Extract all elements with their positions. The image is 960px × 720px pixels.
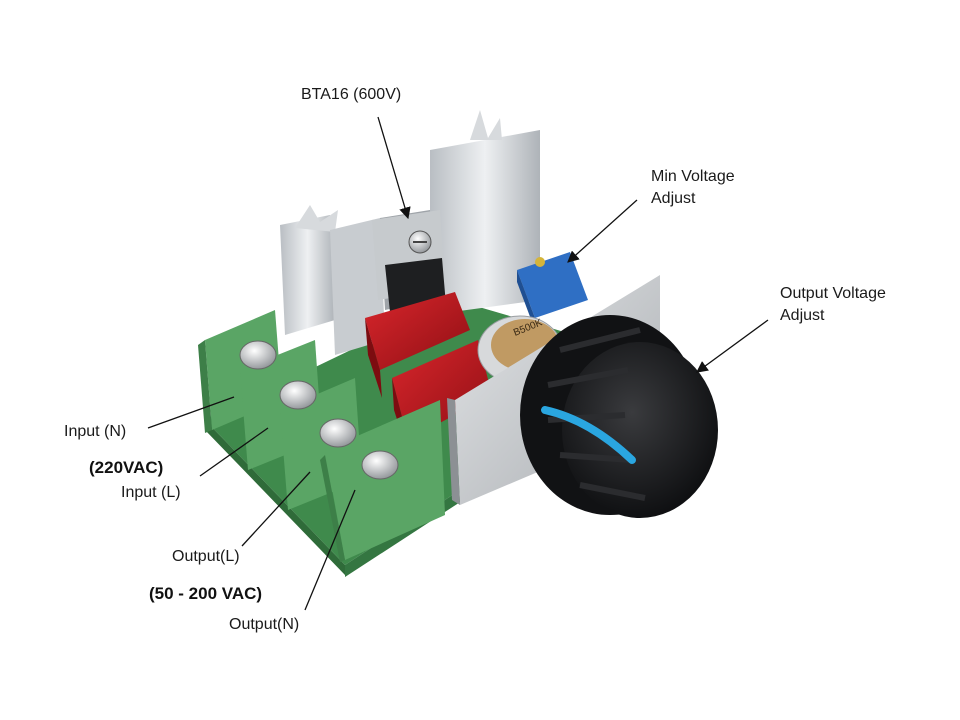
knob-indicator-icon <box>541 406 636 464</box>
label-min-voltage-line2: Adjust <box>651 190 696 207</box>
trimmer-potentiometer <box>517 252 588 330</box>
capacitor-1 <box>365 292 470 398</box>
arrow-output-n <box>304 489 356 611</box>
label-output-voltage-line2: Adjust <box>780 307 825 324</box>
label-output-voltage-range: (50 - 200 VAC) <box>149 584 263 603</box>
label-bta16: BTA16 (600V) <box>301 86 402 103</box>
control-knob <box>520 315 718 518</box>
terminal-screw-1 <box>239 340 277 370</box>
label-input-n: Input (N) <box>64 423 127 440</box>
terminal-screw-2 <box>279 380 317 410</box>
label-min-voltage-line1: Min Voltage <box>651 168 735 185</box>
arrow-min-voltage <box>567 199 638 263</box>
pointer-arrows <box>147 116 769 611</box>
bta16-triac <box>372 210 446 312</box>
label-output-voltage-line1: Output Voltage <box>780 285 886 302</box>
label-input-voltage: (220VAC) <box>89 458 164 477</box>
terminal-block <box>198 310 445 562</box>
label-output-l: Output(L) <box>172 548 240 565</box>
label-input-l: Input (L) <box>121 484 181 501</box>
arrow-output-voltage <box>696 319 769 373</box>
terminal-screw-3 <box>319 418 357 448</box>
arrow-input-n <box>147 396 235 429</box>
terminal-screw-4 <box>361 450 399 480</box>
label-output-n: Output(N) <box>229 616 300 633</box>
arrow-input-l <box>199 427 269 477</box>
arrow-output-l <box>241 471 311 547</box>
arrow-bta16 <box>377 116 411 220</box>
